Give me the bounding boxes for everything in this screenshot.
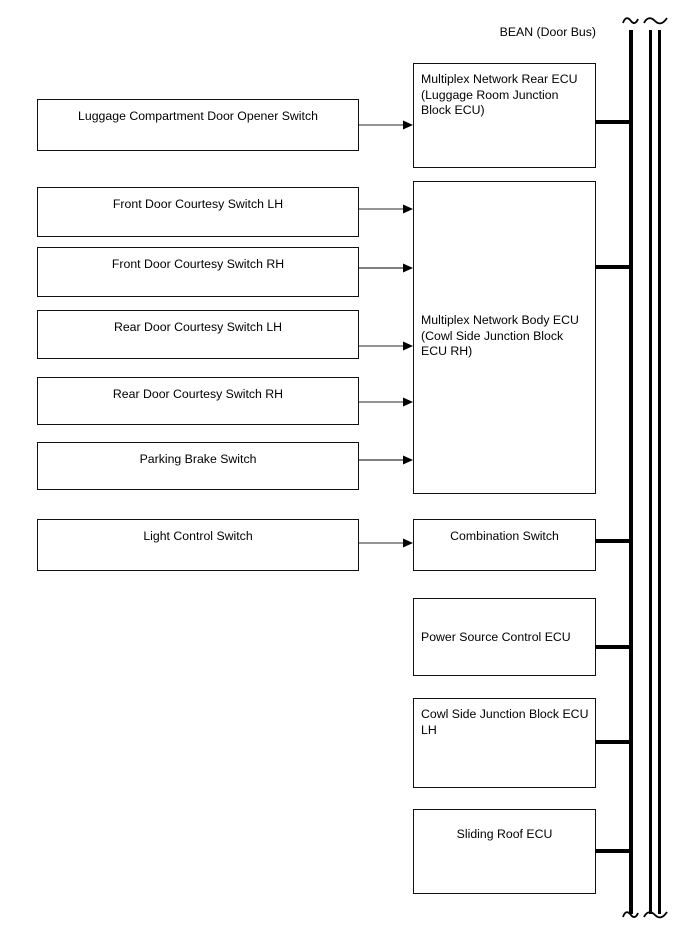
node-label: Sliding Roof ECU [456,827,553,841]
node-combination-switch[interactable]: Combination Switch [413,519,596,571]
bus-stub-multiplex-network-rear-ecu [595,120,633,124]
arrow-parking-brake-to-body-ecu [359,454,415,466]
node-front-door-courtesy-switch-lh[interactable]: Front Door Courtesy Switch LH [37,187,359,237]
arrow-light-control-to-combination-switch [359,537,415,549]
node-rear-door-courtesy-switch-rh[interactable]: Rear Door Courtesy Switch RH [37,377,359,425]
node-label: Rear Door Courtesy Switch LH [113,320,283,334]
arrow-rear-courtesy-lh-to-body-ecu [359,340,415,352]
arrow-rear-courtesy-rh-to-body-ecu [359,396,415,408]
bus-stub-combination-switch [595,539,633,543]
bus-stub-multiplex-network-body-ecu [595,265,633,269]
bus-stub-cowl-side-junction-block-ecu-lh [595,740,633,744]
node-luggage-compartment-door-opener-switch[interactable]: Luggage Compartment Door Opener Switch [37,99,359,151]
bus-line-1 [629,30,633,914]
bus-line-2 [649,30,652,914]
node-label: Power Source Control ECU [421,630,571,644]
node-cowl-side-junction-block-ecu-lh[interactable]: Cowl Side Junction Block ECU LH [413,698,596,788]
node-label: Luggage Compartment Door Opener Switch [78,109,318,123]
bus-stub-power-source-control-ecu [595,645,633,649]
bus-line-3 [658,30,661,914]
node-label: Combination Switch [450,529,559,543]
node-light-control-switch[interactable]: Light Control Switch [37,519,359,571]
arrow-luggage-to-rear-ecu [359,119,415,131]
node-label: Multiplex Network Body ECU (Cowl Side Ju… [421,313,579,358]
node-front-door-courtesy-switch-rh[interactable]: Front Door Courtesy Switch RH [37,247,359,297]
node-power-source-control-ecu[interactable]: Power Source Control ECU [413,598,596,676]
node-label: Cowl Side Junction Block ECU LH [421,707,589,737]
node-label: Multiplex Network Rear ECU (Luggage Room… [421,72,578,117]
node-multiplex-network-rear-ecu[interactable]: Multiplex Network Rear ECU (Luggage Room… [413,63,596,168]
node-parking-brake-switch[interactable]: Parking Brake Switch [37,442,359,490]
node-label: Light Control Switch [143,529,253,543]
node-multiplex-network-body-ecu[interactable]: Multiplex Network Body ECU (Cowl Side Ju… [413,181,596,494]
break-mark-top-1-icon [620,14,642,27]
node-rear-door-courtesy-switch-lh[interactable]: Rear Door Courtesy Switch LH [37,310,359,359]
arrow-front-courtesy-lh-to-body-ecu [359,203,415,215]
node-label: Front Door Courtesy Switch RH [111,257,285,271]
node-label: Front Door Courtesy Switch LH [112,197,284,211]
node-label: Parking Brake Switch [139,452,257,466]
break-mark-bottom-2-icon [641,908,668,921]
node-label: Rear Door Courtesy Switch RH [112,387,284,401]
bus-stub-sliding-roof-ecu [595,849,633,853]
break-mark-bottom-1-icon [620,908,642,921]
arrow-front-courtesy-rh-to-body-ecu [359,262,415,274]
break-mark-top-2-icon [641,14,668,27]
bus-label: BEAN (Door Bus) [499,25,596,39]
node-sliding-roof-ecu[interactable]: Sliding Roof ECU [413,809,596,894]
